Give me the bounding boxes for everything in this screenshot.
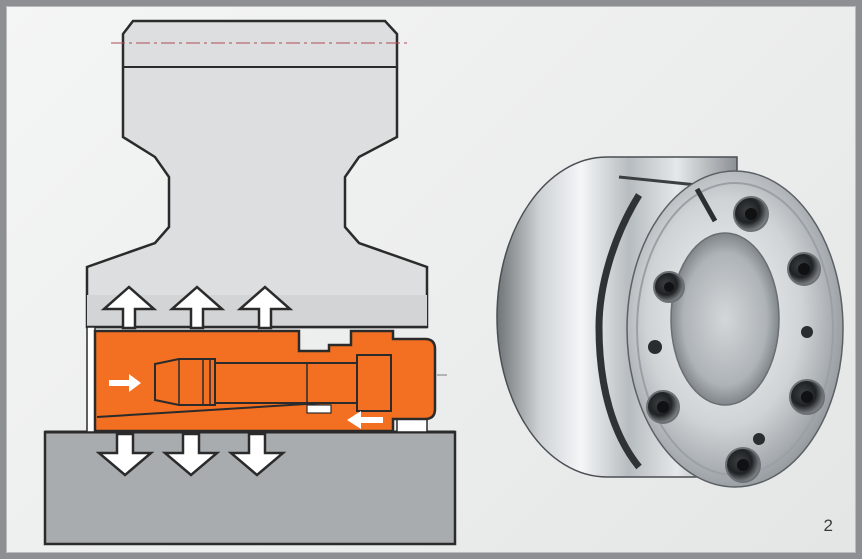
clamping-element bbox=[93, 329, 437, 433]
push-left-arrow bbox=[347, 411, 383, 429]
screw-shank bbox=[214, 362, 358, 404]
up-arrow-3 bbox=[236, 285, 294, 330]
locking-device-render bbox=[496, 156, 844, 488]
hollow-up-arrow-icon bbox=[100, 285, 294, 330]
figure-number: 2 bbox=[823, 516, 833, 535]
white-arrow-icon bbox=[109, 374, 383, 429]
bore bbox=[670, 232, 780, 406]
down-arrow-1 bbox=[95, 432, 155, 477]
illustration bbox=[43, 19, 844, 546]
face-slit bbox=[694, 187, 718, 223]
up-arrow-1 bbox=[100, 285, 158, 330]
screw-head bbox=[356, 354, 392, 412]
slit-groove bbox=[595, 193, 642, 470]
down-arrow-2 bbox=[161, 432, 221, 477]
shaft-hub-cross-section bbox=[43, 19, 457, 546]
figure-frame: 2 bbox=[6, 6, 856, 553]
hub-profile bbox=[85, 19, 429, 329]
hollow-down-arrow-icon bbox=[95, 432, 287, 477]
thread-hole-icon bbox=[648, 326, 813, 445]
push-right-arrow bbox=[109, 374, 141, 392]
down-arrow-3 bbox=[227, 432, 287, 477]
screw-icon bbox=[646, 196, 825, 483]
relief-notch bbox=[306, 404, 332, 414]
screw-body bbox=[154, 358, 216, 406]
up-arrow-2 bbox=[168, 285, 226, 330]
